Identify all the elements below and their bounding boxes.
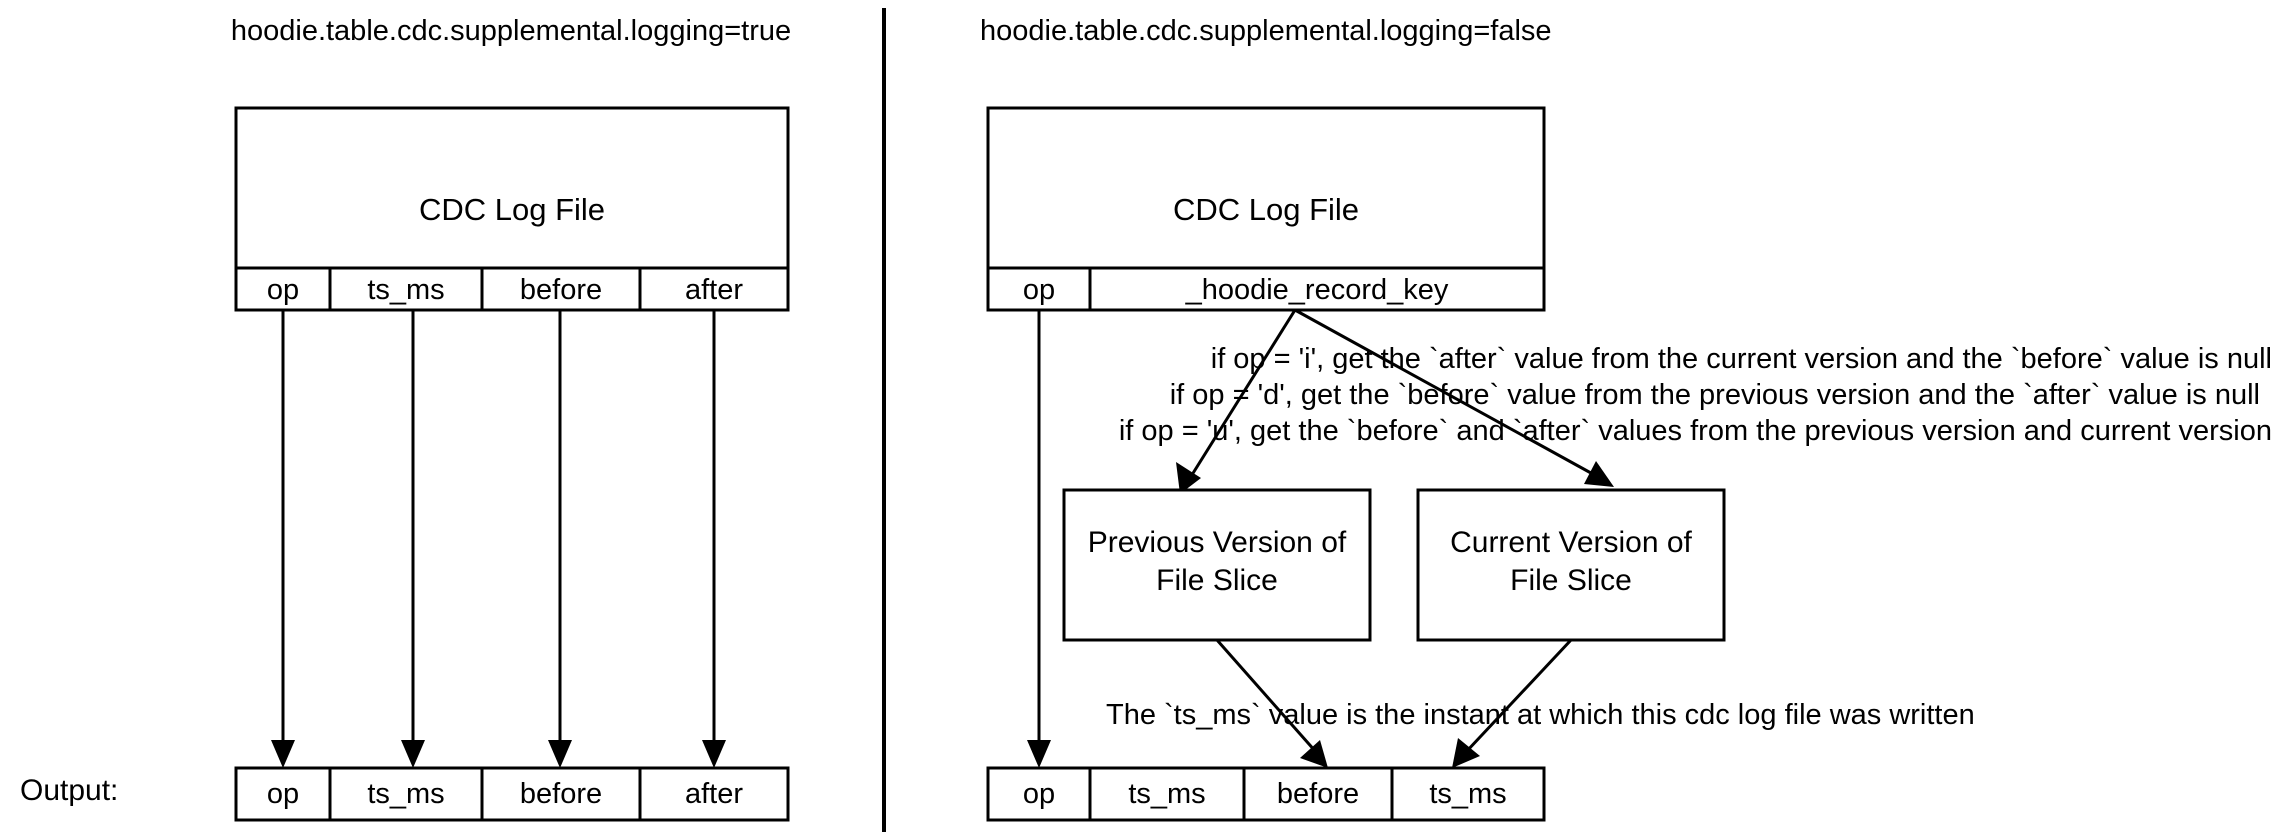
left-arrowhead-op	[271, 740, 295, 768]
right-branch-to-current	[1294, 308, 1601, 480]
left-col-ts-ms: ts_ms	[367, 274, 444, 306]
connector-previous-to-before	[1215, 639, 1318, 753]
left-arrowhead-before	[548, 740, 572, 768]
right-output-row	[986, 766, 1546, 822]
right-arrowhead-op	[1027, 740, 1051, 768]
output-label: Output:	[20, 774, 118, 807]
previous-version-line1: Previous Version of	[1088, 526, 1347, 559]
right-arrowhead-current	[1584, 461, 1614, 487]
right-output-before: before	[1277, 778, 1359, 810]
right-note-line-2: if op = 'd', get the `before` value from…	[1170, 379, 2260, 411]
right-cdc-log-file-box	[986, 106, 1546, 270]
left-output-before: before	[520, 778, 602, 810]
right-output-ts-ms: ts_ms	[1128, 778, 1205, 810]
left-panel-title: hoodie.table.cdc.supplemental.logging=tr…	[231, 15, 791, 47]
arrowhead-current-to-ts-ms	[1452, 738, 1480, 768]
left-arrowhead-after	[702, 740, 726, 768]
previous-version-line2: File Slice	[1156, 564, 1278, 597]
left-output-after: after	[685, 778, 743, 810]
left-col-op: op	[267, 274, 299, 306]
right-col-hoodie-record-key: _hoodie_record_key	[1185, 274, 1449, 306]
left-col-after: after	[685, 274, 743, 306]
current-version-line2: File Slice	[1510, 564, 1632, 597]
ts-ms-note: The `ts_ms` value is the instant at whic…	[1106, 699, 1975, 731]
left-arrowhead-ts-ms	[401, 740, 425, 768]
left-output-op: op	[267, 778, 299, 810]
right-panel-title: hoodie.table.cdc.supplemental.logging=fa…	[980, 15, 1552, 47]
previous-version-box	[1062, 488, 1372, 642]
right-branch-to-previous	[1188, 309, 1297, 479]
current-version-box	[1416, 488, 1726, 642]
right-column-row	[986, 266, 1546, 312]
left-cdc-log-file-box	[234, 106, 790, 270]
right-note-line-1: if op = 'i', get the `after` value from …	[1211, 343, 2272, 375]
connector-current-to-ts-ms	[1464, 638, 1573, 754]
arrowhead-previous-to-before	[1300, 740, 1328, 768]
right-cdc-log-file-title: CDC Log File	[1173, 192, 1359, 227]
left-output-row	[234, 766, 790, 822]
right-output-ts-ms-2: ts_ms	[1429, 778, 1506, 810]
right-arrowhead-previous	[1176, 462, 1201, 494]
right-col-op: op	[1023, 274, 1055, 306]
current-version-line1: Current Version of	[1450, 526, 1692, 559]
left-column-row	[234, 266, 790, 312]
right-output-op: op	[1023, 778, 1055, 810]
left-col-before: before	[520, 274, 602, 306]
left-cdc-log-file-title: CDC Log File	[419, 192, 605, 227]
left-output-ts-ms: ts_ms	[367, 778, 444, 810]
right-note-line-3: if op = 'u', get the `before` and `after…	[1119, 415, 2272, 447]
